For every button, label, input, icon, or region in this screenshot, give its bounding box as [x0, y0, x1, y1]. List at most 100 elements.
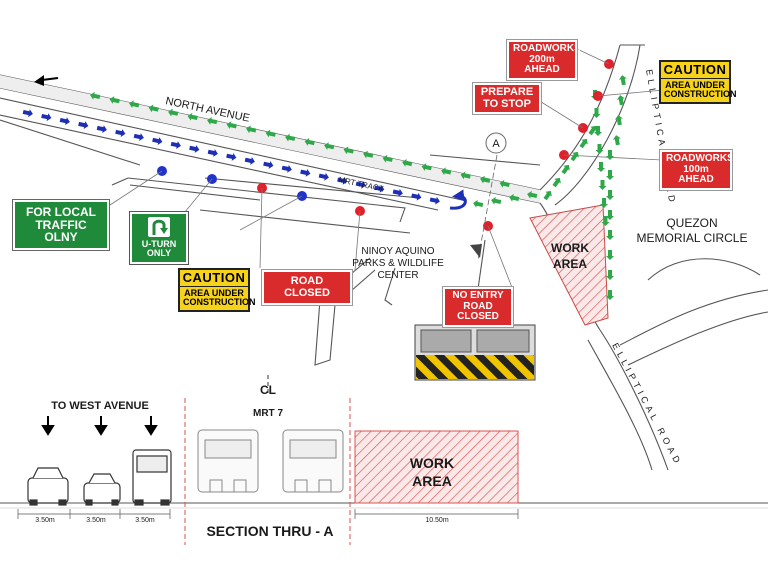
- direction-arrow-west: [34, 75, 59, 86]
- svg-text:QUEZON: QUEZON: [666, 216, 717, 230]
- arrow-icon: [392, 188, 403, 197]
- sign-line: ONLY: [146, 248, 172, 259]
- sign-line: U-TURN: [141, 239, 177, 249]
- sign-line: ROADWORKS: [666, 153, 734, 164]
- svg-text:3.50m: 3.50m: [86, 517, 106, 524]
- svg-text:PARKS & WILDLIFE: PARKS & WILDLIFE: [352, 258, 444, 269]
- arrow-icon: [304, 137, 315, 146]
- arrow-icon: [59, 117, 70, 126]
- sign-line: TRAFFIC OLNY: [35, 217, 87, 245]
- local-traffic-sign: FOR LOCAL TRAFFIC OLNY: [12, 199, 110, 251]
- arrow-icon: [411, 192, 422, 201]
- arrow-icon: [281, 164, 292, 173]
- arrow-icon: [96, 125, 107, 134]
- arrow-icon: [429, 196, 440, 205]
- caution-sign-middle: CAUTION AREA UNDER CONSTRUCTION: [178, 268, 256, 312]
- arrow-icon: [473, 199, 484, 208]
- arrow-icon: [355, 180, 366, 189]
- arrow-icon: [595, 144, 604, 154]
- arrow-icon: [480, 175, 491, 184]
- sign-line: ROAD CLOSED: [457, 300, 499, 322]
- svg-text:WORK: WORK: [410, 455, 454, 471]
- truck-icon: [132, 449, 172, 506]
- arrow-icon: [244, 157, 255, 165]
- arrow-icon: [170, 141, 181, 149]
- arrow-icon: [606, 210, 614, 220]
- arrow-icon: [343, 146, 354, 155]
- sign-line: 100m AHEAD: [678, 163, 714, 185]
- arrow-icon: [363, 150, 374, 159]
- arrow-icon: [115, 129, 126, 138]
- svg-text:A: A: [492, 138, 500, 150]
- road-closed-sign: ROAD CLOSED: [261, 268, 353, 307]
- u-turn-path-icon: [449, 189, 467, 210]
- arrow-icon: [552, 177, 561, 188]
- sign-line: ROADWORKS: [513, 43, 581, 54]
- arrow-icon: [606, 170, 614, 180]
- arrow-icon: [207, 117, 218, 125]
- arrow-icon: [601, 216, 610, 226]
- arrow-icon: [263, 161, 274, 169]
- dimension-lines: [17, 509, 519, 519]
- ninoy-label: NINOY AQUINO PARKS & WILDLIFE CENTER: [352, 246, 444, 281]
- svg-text:AREA: AREA: [553, 257, 587, 271]
- arrow-icon: [300, 168, 311, 177]
- arrow-icon: [606, 250, 614, 260]
- barrier-illustration: [414, 324, 536, 381]
- arrow-icon: [612, 135, 621, 146]
- blue-traffic-arrows: [22, 109, 440, 205]
- arrow-icon: [543, 190, 552, 201]
- arrow-icon: [226, 121, 237, 130]
- arrow-icon: [402, 158, 413, 167]
- mrt-train-left: [197, 429, 259, 493]
- svg-text:WORK: WORK: [551, 241, 589, 255]
- mrt-train-right: [282, 429, 344, 493]
- quezon-label: QUEZON MEMORIAL CIRCLE: [637, 216, 748, 245]
- arrow-icon: [606, 150, 614, 160]
- arrow-icon: [491, 196, 502, 205]
- arrow-icon: [579, 138, 588, 149]
- arrow-icon: [207, 149, 218, 157]
- u-turn-icon: [148, 217, 170, 237]
- arrow-icon: [614, 115, 623, 126]
- arrow-icon: [598, 180, 607, 190]
- arrow-icon: [152, 137, 163, 145]
- arrow-icon: [109, 96, 120, 104]
- arrow-icon: [187, 112, 198, 121]
- caution-title: CAUTION: [180, 270, 248, 287]
- elliptical-road-bottom-label: ELLIPTICAL ROAD: [610, 341, 684, 468]
- sign-line: TO STOP: [483, 97, 531, 110]
- svg-text:CENTER: CENTER: [377, 270, 418, 281]
- section-view: [0, 375, 768, 545]
- arrow-icon: [570, 151, 579, 162]
- arrow-icon: [561, 164, 570, 175]
- svg-text:AREA: AREA: [412, 473, 452, 489]
- arrow-icon: [189, 145, 200, 153]
- work-area-section-hatch: [354, 430, 519, 504]
- dimension-labels: 3.50m 3.50m 3.50m 10.50m: [35, 517, 449, 524]
- sign-line: CONSTRUCTION: [664, 89, 737, 100]
- arrow-icon: [592, 108, 601, 118]
- work-area-section-label: WORK AREA: [410, 455, 454, 489]
- arrow-icon: [337, 176, 348, 185]
- arrow-icon: [421, 163, 432, 171]
- arrow-icon: [441, 167, 452, 176]
- svg-text:NINOY AQUINO: NINOY AQUINO: [361, 246, 434, 257]
- caution-sign-top: CAUTION AREA UNDER CONSTRUCTION: [659, 60, 737, 104]
- down-arrow-icons: [41, 416, 158, 436]
- arrow-icon: [285, 133, 296, 142]
- arrow-icon: [78, 121, 89, 130]
- green-traffic-arrows: [90, 75, 627, 300]
- work-area-plan-label: WORK AREA: [551, 241, 589, 271]
- arrow-icon: [588, 125, 597, 136]
- to-west-avenue-label: TO WEST AVENUE: [51, 400, 149, 412]
- arrow-icon: [374, 184, 385, 193]
- section-marker-a: A: [470, 132, 507, 261]
- car-icon: [83, 473, 121, 506]
- sign-line: 200m AHEAD: [524, 53, 560, 75]
- roadworks-100m-sign: ROADWORKS 100m AHEAD: [659, 149, 734, 191]
- work-area-plan-hatch: [529, 204, 609, 326]
- arrow-icon: [616, 95, 625, 106]
- arrow-icon: [606, 290, 614, 300]
